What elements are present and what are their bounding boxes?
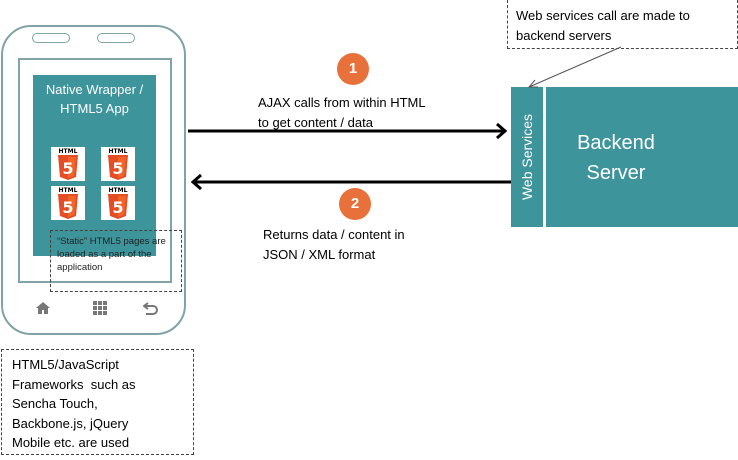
backend-server-block (546, 87, 738, 227)
svg-text:5: 5 (112, 159, 123, 178)
web-services-note: Web services call are made to backend se… (507, 0, 738, 49)
step-2-label: Returns data / content in JSON / XML for… (263, 227, 405, 262)
step-2-badge: 2 (339, 188, 371, 220)
phone-speaker-right (97, 33, 135, 43)
html5-logo-icon: HTML 5 (51, 147, 85, 181)
backend-server-label: Backend Server (577, 132, 655, 184)
callout-pointer (527, 46, 622, 88)
svg-text:5: 5 (62, 198, 73, 217)
phone-speaker-left (32, 33, 70, 43)
web-services-block (511, 87, 543, 227)
response-arrowhead (190, 173, 202, 191)
arrows-layer (188, 122, 511, 191)
apps-grid-icon (91, 301, 109, 319)
app-title: Native Wrapper / HTML5 App (45, 82, 144, 116)
home-icon (34, 301, 52, 319)
step-1-label: AJAX calls from within HTML to get conte… (258, 95, 426, 130)
svg-text:5: 5 (62, 159, 73, 178)
web-services-label: Web Services (519, 113, 535, 201)
back-icon (142, 301, 160, 319)
html5-logo-icon: HTML 5 (101, 147, 135, 181)
static-pages-note: “Static” HTML5 pages are loaded as a par… (50, 230, 182, 292)
request-arrowhead (496, 122, 508, 140)
html5-logo-icon: HTML 5 (101, 186, 135, 220)
frameworks-note: HTML5/JavaScript Frameworks such as Senc… (1, 349, 194, 455)
phone-screen (18, 58, 172, 283)
html5-logo-icon: HTML 5 (51, 186, 85, 220)
svg-text:5: 5 (112, 198, 123, 217)
step-1-badge: 1 (337, 53, 369, 85)
